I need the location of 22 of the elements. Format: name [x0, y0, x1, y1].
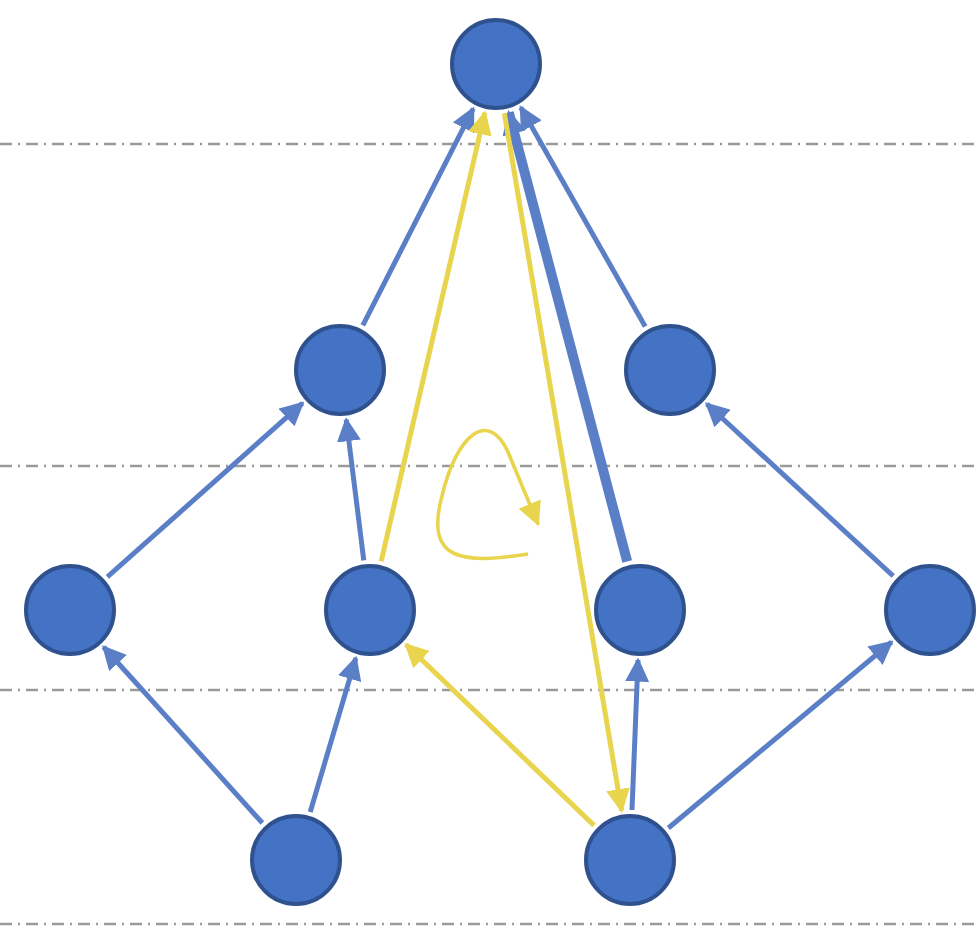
arrow [518, 105, 648, 328]
circle-node [324, 564, 416, 656]
arrow [502, 110, 633, 563]
arrow [404, 642, 596, 828]
circle-node [594, 564, 686, 656]
arrow [101, 645, 265, 825]
arrow [666, 640, 894, 830]
circle-node [250, 814, 342, 906]
circle-node [294, 324, 386, 416]
arrow [336, 417, 367, 561]
arrow [360, 106, 476, 327]
circle-node [624, 324, 716, 416]
circle-node [584, 814, 676, 906]
arrow [307, 655, 362, 813]
circle-node [24, 564, 116, 656]
circle-node [450, 18, 542, 110]
circle-node [884, 564, 976, 656]
arrow [625, 657, 650, 811]
arrow [705, 402, 895, 578]
arrow [501, 113, 630, 813]
arrow [378, 110, 492, 562]
arrow [105, 401, 305, 579]
